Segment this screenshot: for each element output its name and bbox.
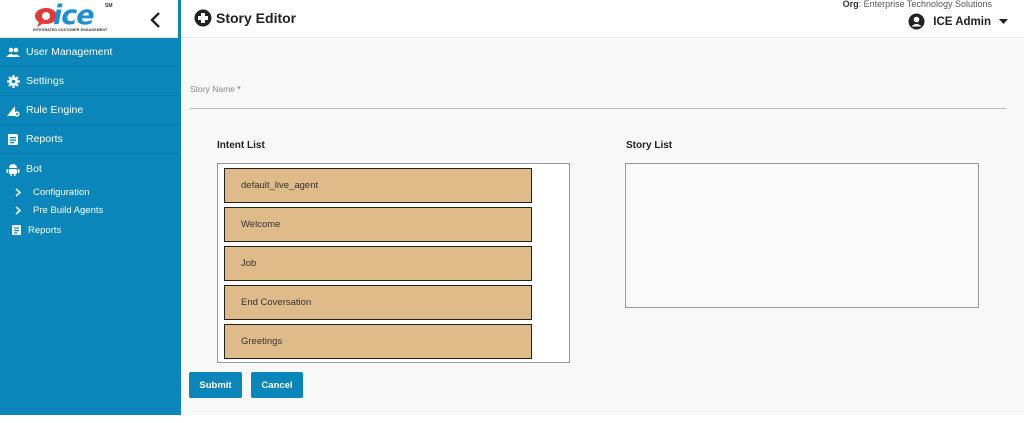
sidebar-item-label: Rule Engine bbox=[26, 104, 84, 116]
gear-icon bbox=[6, 74, 20, 88]
sidebar-header: ice SM INTEGRATED CUSTOMER ENGAGEMENT bbox=[0, 0, 178, 38]
sidebar: ice SM INTEGRATED CUSTOMER ENGAGEMENT Us… bbox=[0, 0, 178, 415]
logo-tagline: INTEGRATED CUSTOMER ENGAGEMENT bbox=[33, 28, 108, 32]
main-content: Story Name * Intent List Story List defa… bbox=[181, 39, 1024, 415]
collapse-sidebar-button[interactable] bbox=[146, 9, 166, 31]
intent-list-title: Intent List bbox=[217, 140, 265, 151]
intent-list[interactable]: default_live_agent Welcome Job End Cover… bbox=[217, 163, 570, 363]
story-name-input[interactable] bbox=[190, 95, 1006, 109]
sidebar-item-user-management[interactable]: User Management bbox=[0, 38, 178, 67]
android-icon bbox=[6, 162, 20, 176]
sidebar-item-label: Settings bbox=[26, 75, 64, 87]
org-line: Org: Enterprise Technology Solutions bbox=[843, 0, 992, 9]
logo-mark: SM bbox=[105, 3, 113, 9]
sidebar-item-label: Reports bbox=[26, 133, 63, 145]
org-value: : Enterprise Technology Solutions bbox=[858, 0, 992, 9]
story-list-dropzone[interactable] bbox=[625, 163, 979, 308]
chevron-right-icon bbox=[14, 205, 26, 215]
sidebar-subitem-label: Reports bbox=[28, 224, 62, 236]
sidebar-item-rule-engine[interactable]: Rule Engine bbox=[0, 96, 178, 125]
sidebar-subitem-label: Pre Build Agents bbox=[33, 204, 104, 216]
intent-item[interactable]: End Coversation bbox=[224, 285, 532, 320]
sidebar-bottom-spacer bbox=[0, 415, 178, 423]
user-menu[interactable]: ICE Admin bbox=[908, 13, 1008, 30]
ice-logo[interactable]: ice SM INTEGRATED CUSTOMER ENGAGEMENT bbox=[33, 0, 113, 35]
story-name-label: Story Name * bbox=[190, 84, 241, 94]
report-icon bbox=[11, 224, 23, 236]
sidebar-item-bot[interactable]: Bot bbox=[0, 154, 178, 183]
page-title: Story Editor bbox=[216, 10, 297, 26]
logo-text: ice bbox=[53, 0, 95, 31]
top-header: Story Editor Org: Enterprise Technology … bbox=[178, 0, 1024, 38]
story-editor-icon bbox=[194, 9, 212, 27]
sidebar-subitem-pre-build-agents[interactable]: Pre Build Agents bbox=[0, 201, 178, 219]
chevron-left-icon bbox=[150, 12, 160, 28]
story-name-label-text: Story Name bbox=[190, 84, 235, 94]
sidebar-subitem-configuration[interactable]: Configuration bbox=[0, 183, 178, 201]
intent-item[interactable]: Job bbox=[224, 246, 532, 281]
submit-button[interactable]: Submit bbox=[189, 372, 242, 398]
intent-item[interactable]: default_live_agent bbox=[224, 168, 532, 203]
chevron-right-icon bbox=[14, 187, 26, 197]
intent-item[interactable]: Greetings bbox=[224, 324, 532, 359]
sidebar-item-label: User Management bbox=[26, 46, 113, 58]
report-icon bbox=[6, 132, 20, 146]
sidebar-subitem-label: Configuration bbox=[33, 186, 90, 198]
sidebar-item-settings[interactable]: Settings bbox=[0, 67, 178, 96]
rule-engine-icon bbox=[6, 103, 20, 117]
org-label: Org bbox=[842, 0, 859, 9]
sidebar-item-reports[interactable]: Reports bbox=[0, 125, 178, 154]
sidebar-item-label: Bot bbox=[26, 162, 42, 175]
caret-down-icon bbox=[999, 18, 1008, 24]
sidebar-edge bbox=[178, 0, 181, 415]
intent-item[interactable]: Welcome bbox=[224, 207, 532, 242]
bottom-strip bbox=[178, 415, 1024, 423]
story-list-title: Story List bbox=[626, 140, 673, 151]
users-icon bbox=[6, 45, 20, 59]
user-name: ICE Admin bbox=[933, 15, 991, 28]
sidebar-subitem-reports[interactable]: Reports bbox=[0, 219, 178, 241]
cancel-button[interactable]: Cancel bbox=[251, 372, 303, 398]
account-circle-icon bbox=[908, 13, 925, 30]
logo-bubble-icon bbox=[35, 8, 57, 27]
required-marker: * bbox=[237, 84, 241, 94]
